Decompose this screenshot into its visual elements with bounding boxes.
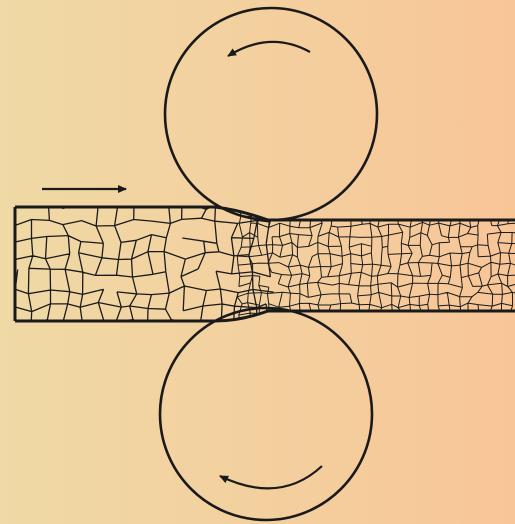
upper-rotation-arrow-icon (228, 42, 310, 56)
grain-structure (11, 201, 515, 363)
fine-grains (237, 202, 515, 337)
lower-rotation-arrow-icon (220, 466, 322, 488)
upper-roll (165, 8, 377, 220)
coarse-grains (11, 201, 274, 363)
metal-strip (11, 201, 515, 363)
